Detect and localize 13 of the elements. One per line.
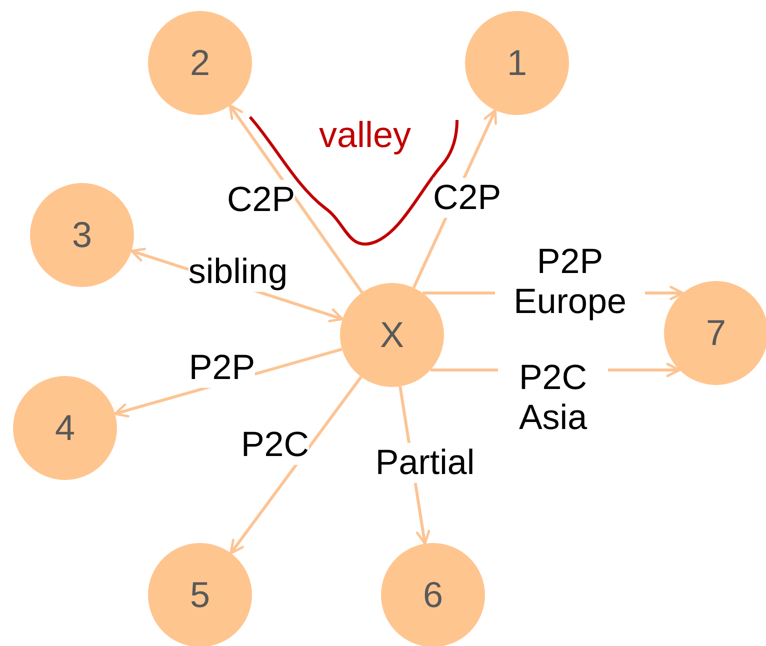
arrow [230, 376, 362, 554]
node-label: 2 [190, 42, 210, 84]
node-label: X [380, 314, 404, 356]
arrow [228, 104, 364, 294]
annotation-text: valley [318, 114, 412, 156]
node-label: 4 [54, 407, 76, 449]
node-label: 1 [506, 42, 528, 84]
edge-label: Partial [375, 442, 475, 484]
node-label: 3 [72, 214, 92, 256]
node-label: 7 [706, 312, 726, 354]
edge-label: C2P [432, 178, 502, 218]
node-label: 6 [422, 574, 444, 616]
node-label: 5 [190, 574, 210, 616]
